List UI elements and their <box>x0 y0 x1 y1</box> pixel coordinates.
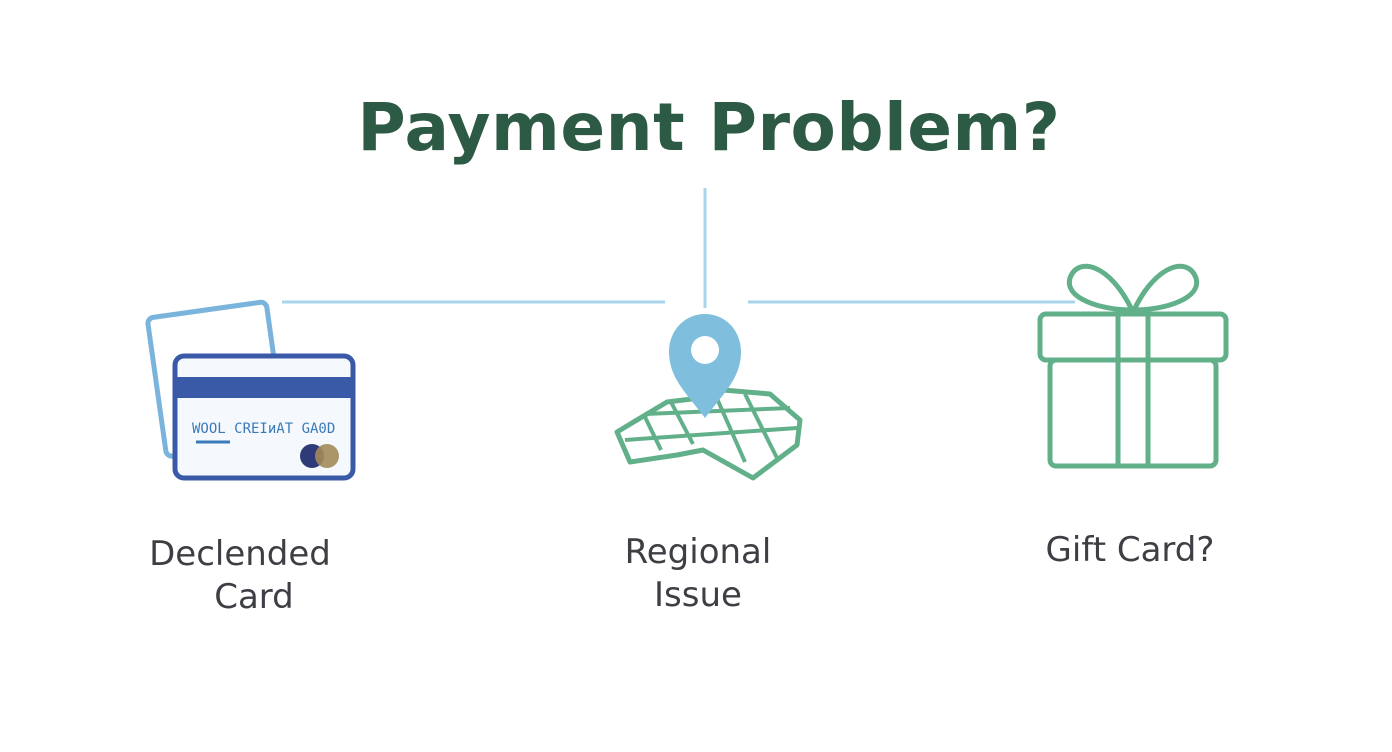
node-label-gift-card: Gift Card? <box>1020 529 1240 572</box>
label-line: Gift Card? <box>1045 530 1215 570</box>
node-label-regional-issue: Regional Issue <box>598 531 798 617</box>
label-line: Card <box>214 577 294 617</box>
label-line: Declended <box>149 534 331 574</box>
gift-box-icon <box>1037 263 1229 469</box>
diagram-title: Payment Problem? <box>357 89 1061 166</box>
node-label-declined-card: Declended Card <box>140 533 340 619</box>
card-number-text: WOOL CREIиAT GA0D <box>192 421 335 437</box>
map-pin-icon <box>614 314 803 481</box>
credit-card-icon: WOOL CREIиAT GA0D <box>145 299 356 481</box>
label-line: Issue <box>654 575 742 615</box>
label-line: Regional <box>624 532 772 572</box>
